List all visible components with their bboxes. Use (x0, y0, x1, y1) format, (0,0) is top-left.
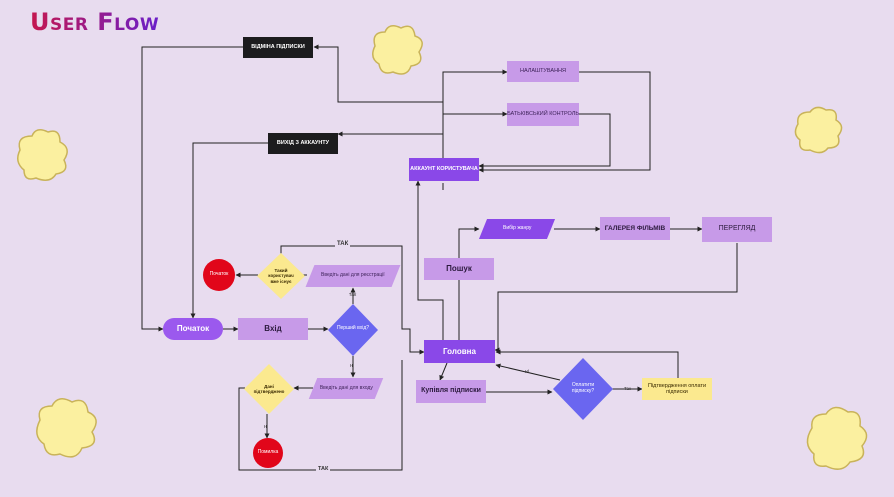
node-label: Дані підтверджено (253, 383, 285, 394)
decision-data-confirmed (244, 364, 294, 414)
popcorn-icon (794, 106, 843, 154)
decision-pay-subscription (553, 358, 613, 420)
edge-label-tak-pay: Так (624, 386, 632, 391)
node-label: ВИХІД З АККАУНТУ (276, 140, 330, 147)
decision-first-login (328, 304, 378, 356)
node-genre-select: Вибір жанру (478, 219, 556, 239)
node-label: ГАЛЕРЕЯ ФІЛЬМІВ (604, 224, 666, 232)
node-label: АККАУНТ КОРИСТУВАЧА (410, 166, 478, 173)
node-label: БАТЬКІВСЬКИЙ КОНТРОЛЬ (507, 111, 579, 118)
node-search: Пошук (424, 258, 494, 280)
node-label: Пошук (446, 264, 472, 274)
node-cancel-subscription: ВІДМІНА ПІДПИСКИ (243, 37, 313, 58)
node-label: Купівля підписки (421, 387, 481, 395)
node-enter-reg-data: Введіть дані для реєстрації (305, 265, 401, 287)
decision-user-exists (257, 253, 305, 299)
page-title: User Flow (30, 8, 160, 36)
node-buy-subscription: Купівля підписки (416, 380, 486, 403)
node-label: Перший вхід? (336, 325, 370, 332)
node-logout: ВИХІД З АККАУНТУ (268, 133, 338, 154)
edge-label-ni-first: ні (350, 363, 354, 369)
popcorn-icon (372, 25, 423, 75)
node-error-red: Помилка (253, 438, 283, 468)
node-label: Підтвердження оплати підписки (647, 382, 707, 395)
node-parental-control: БАТЬКІВСЬКИЙ КОНТРОЛЬ (507, 103, 579, 126)
popcorn-icon (806, 406, 868, 470)
node-first-login-label: Перший вхід? (336, 321, 370, 337)
node-label: Початок (176, 324, 210, 334)
node-label: Введіть дані для входу (319, 384, 373, 391)
node-label: НАЛАШТУВАННЯ (519, 68, 566, 75)
node-label: Головна (443, 346, 476, 356)
edge-label-tak-top: ТАК (335, 241, 351, 247)
node-start: Початок (163, 318, 223, 340)
node-view: ПЕРЕГЛЯД (702, 217, 772, 242)
node-label: Помилка (257, 449, 279, 456)
node-label: Оплатити підписку? (571, 382, 595, 394)
node-start-red: Початок (203, 259, 235, 291)
node-main: Головна (424, 340, 495, 363)
node-payment-confirm: Підтвердження оплати підписки (642, 378, 712, 400)
node-user-exists-label: Такий користувач вже існує (265, 266, 297, 286)
node-login: Вхід (238, 318, 308, 340)
node-enter-login-data: Введіть дані для входу (308, 378, 384, 399)
edge-label-ni-pay: ні (525, 369, 529, 375)
node-label: Вхід (264, 324, 282, 334)
edge-label-ni-bottom: ні (264, 424, 268, 430)
node-label: ПЕРЕГЛЯД (718, 225, 756, 233)
popcorn-icon (17, 129, 68, 181)
node-film-gallery: ГАЛЕРЕЯ ФІЛЬМІВ (600, 217, 670, 240)
node-data-confirmed-label: Дані підтверджено (253, 379, 285, 399)
edge-label-tak-bottom: ТАК (316, 466, 331, 472)
node-user-account: АККАУНТ КОРИСТУВАЧА (409, 158, 479, 181)
edge-label-tak-small: так (349, 292, 357, 298)
node-label: ВІДМІНА ПІДПИСКИ (251, 44, 305, 51)
node-label: Початок (209, 271, 229, 278)
node-label: Введіть дані для реєстрації (321, 272, 385, 279)
node-settings: НАЛАШТУВАННЯ (507, 61, 579, 82)
node-pay-subscription-label: Оплатити підписку? (563, 380, 603, 398)
node-label: Вибір жанру (502, 225, 532, 232)
popcorn-icon (36, 398, 97, 458)
node-label: Такий користувач вже існує (268, 268, 294, 284)
